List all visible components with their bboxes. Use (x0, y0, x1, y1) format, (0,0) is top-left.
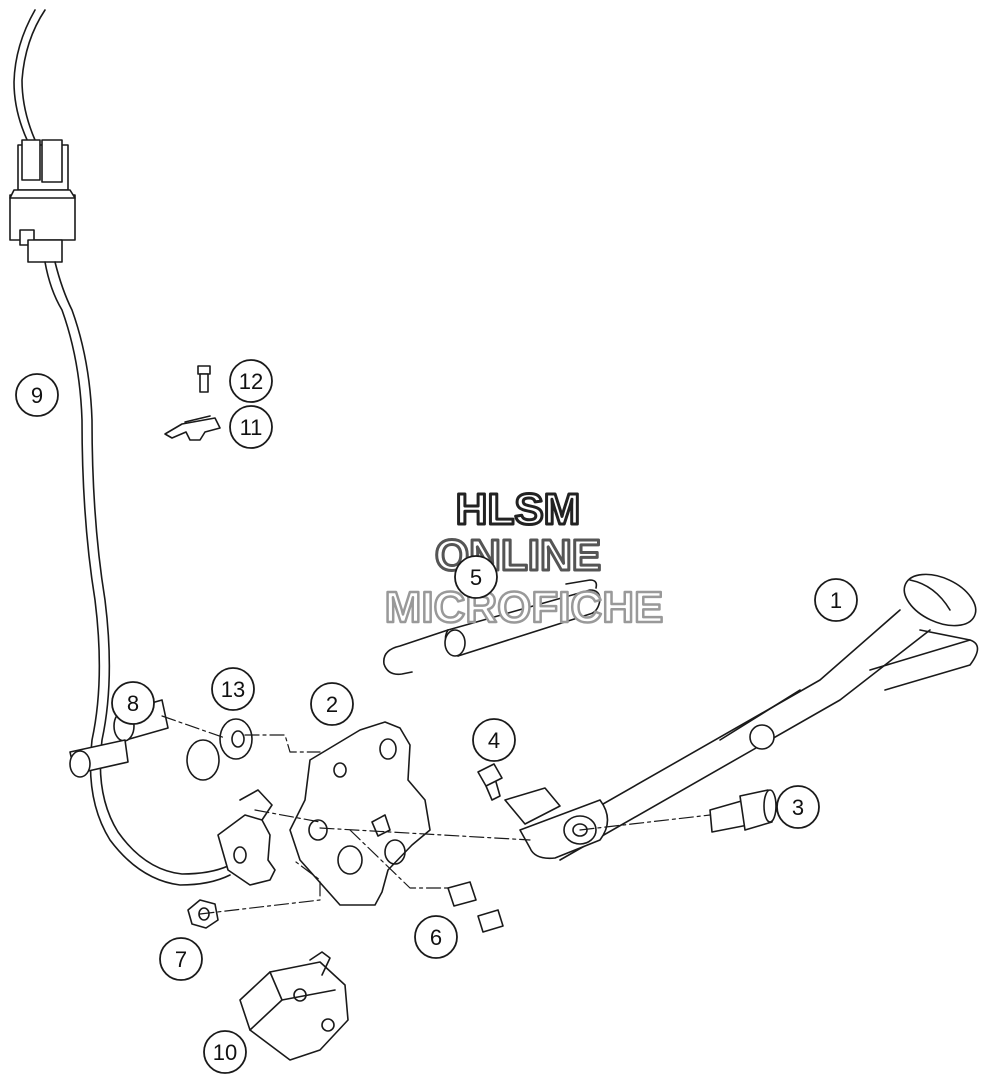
watermark-line-2: ONLINE (435, 531, 601, 580)
bolt-part-6[interactable] (447, 881, 504, 933)
spring-part[interactable] (383, 579, 601, 676)
callout-11-label: 11 (240, 415, 263, 440)
callout-7-label: 7 (175, 947, 187, 972)
grease-nipple-part[interactable] (477, 763, 503, 801)
callout-12[interactable]: 12 (229, 359, 273, 403)
wiring-harness-part[interactable] (9, 9, 231, 886)
callout-3-label: 3 (792, 795, 804, 820)
callout-13[interactable]: 13 (211, 667, 255, 711)
leader-lines (161, 715, 711, 915)
callout-11[interactable]: 11 (229, 405, 273, 449)
washer-part-13[interactable] (186, 718, 253, 781)
cover-part[interactable] (239, 951, 349, 1061)
callout-8[interactable]: 8 (111, 681, 155, 725)
callout-9-label: 9 (31, 383, 43, 408)
watermark-line-3: MICROFICHE (385, 583, 664, 632)
side-stand-switch[interactable] (217, 789, 276, 886)
callout-8-label: 8 (127, 691, 139, 716)
bolt-part-12[interactable] (197, 365, 211, 393)
clip-part-11[interactable] (164, 415, 221, 441)
callout-10[interactable]: 10 (203, 1030, 247, 1074)
callout-2-label: 2 (326, 692, 338, 717)
side-stand-part[interactable] (504, 564, 984, 861)
callout-3[interactable]: 3 (776, 785, 820, 829)
callout-13-label: 13 (221, 677, 245, 702)
callout-7[interactable]: 7 (159, 937, 203, 981)
watermark: HLSM ONLINE MICROFICHE (383, 484, 664, 634)
callout-5-label: 5 (470, 565, 482, 590)
watermark-line-1: HLSM (456, 485, 581, 534)
callout-4[interactable]: 4 (472, 718, 516, 762)
callout-12-label: 12 (239, 369, 263, 394)
callout-6-label: 6 (430, 925, 442, 950)
callout-9[interactable]: 9 (15, 373, 59, 417)
callout-1[interactable]: 1 (814, 578, 858, 622)
bracket-plate-part[interactable] (289, 721, 431, 906)
bolt-part-3[interactable] (709, 789, 777, 833)
callout-10-label: 10 (213, 1040, 237, 1065)
callouts: 1 2 3 4 5 6 7 8 9 10 11 12 13 (15, 359, 858, 1074)
callout-5[interactable]: 5 (454, 555, 498, 599)
callout-4-label: 4 (488, 728, 500, 753)
callout-2[interactable]: 2 (310, 682, 354, 726)
callout-1-label: 1 (830, 588, 842, 613)
callout-6[interactable]: 6 (414, 915, 458, 959)
